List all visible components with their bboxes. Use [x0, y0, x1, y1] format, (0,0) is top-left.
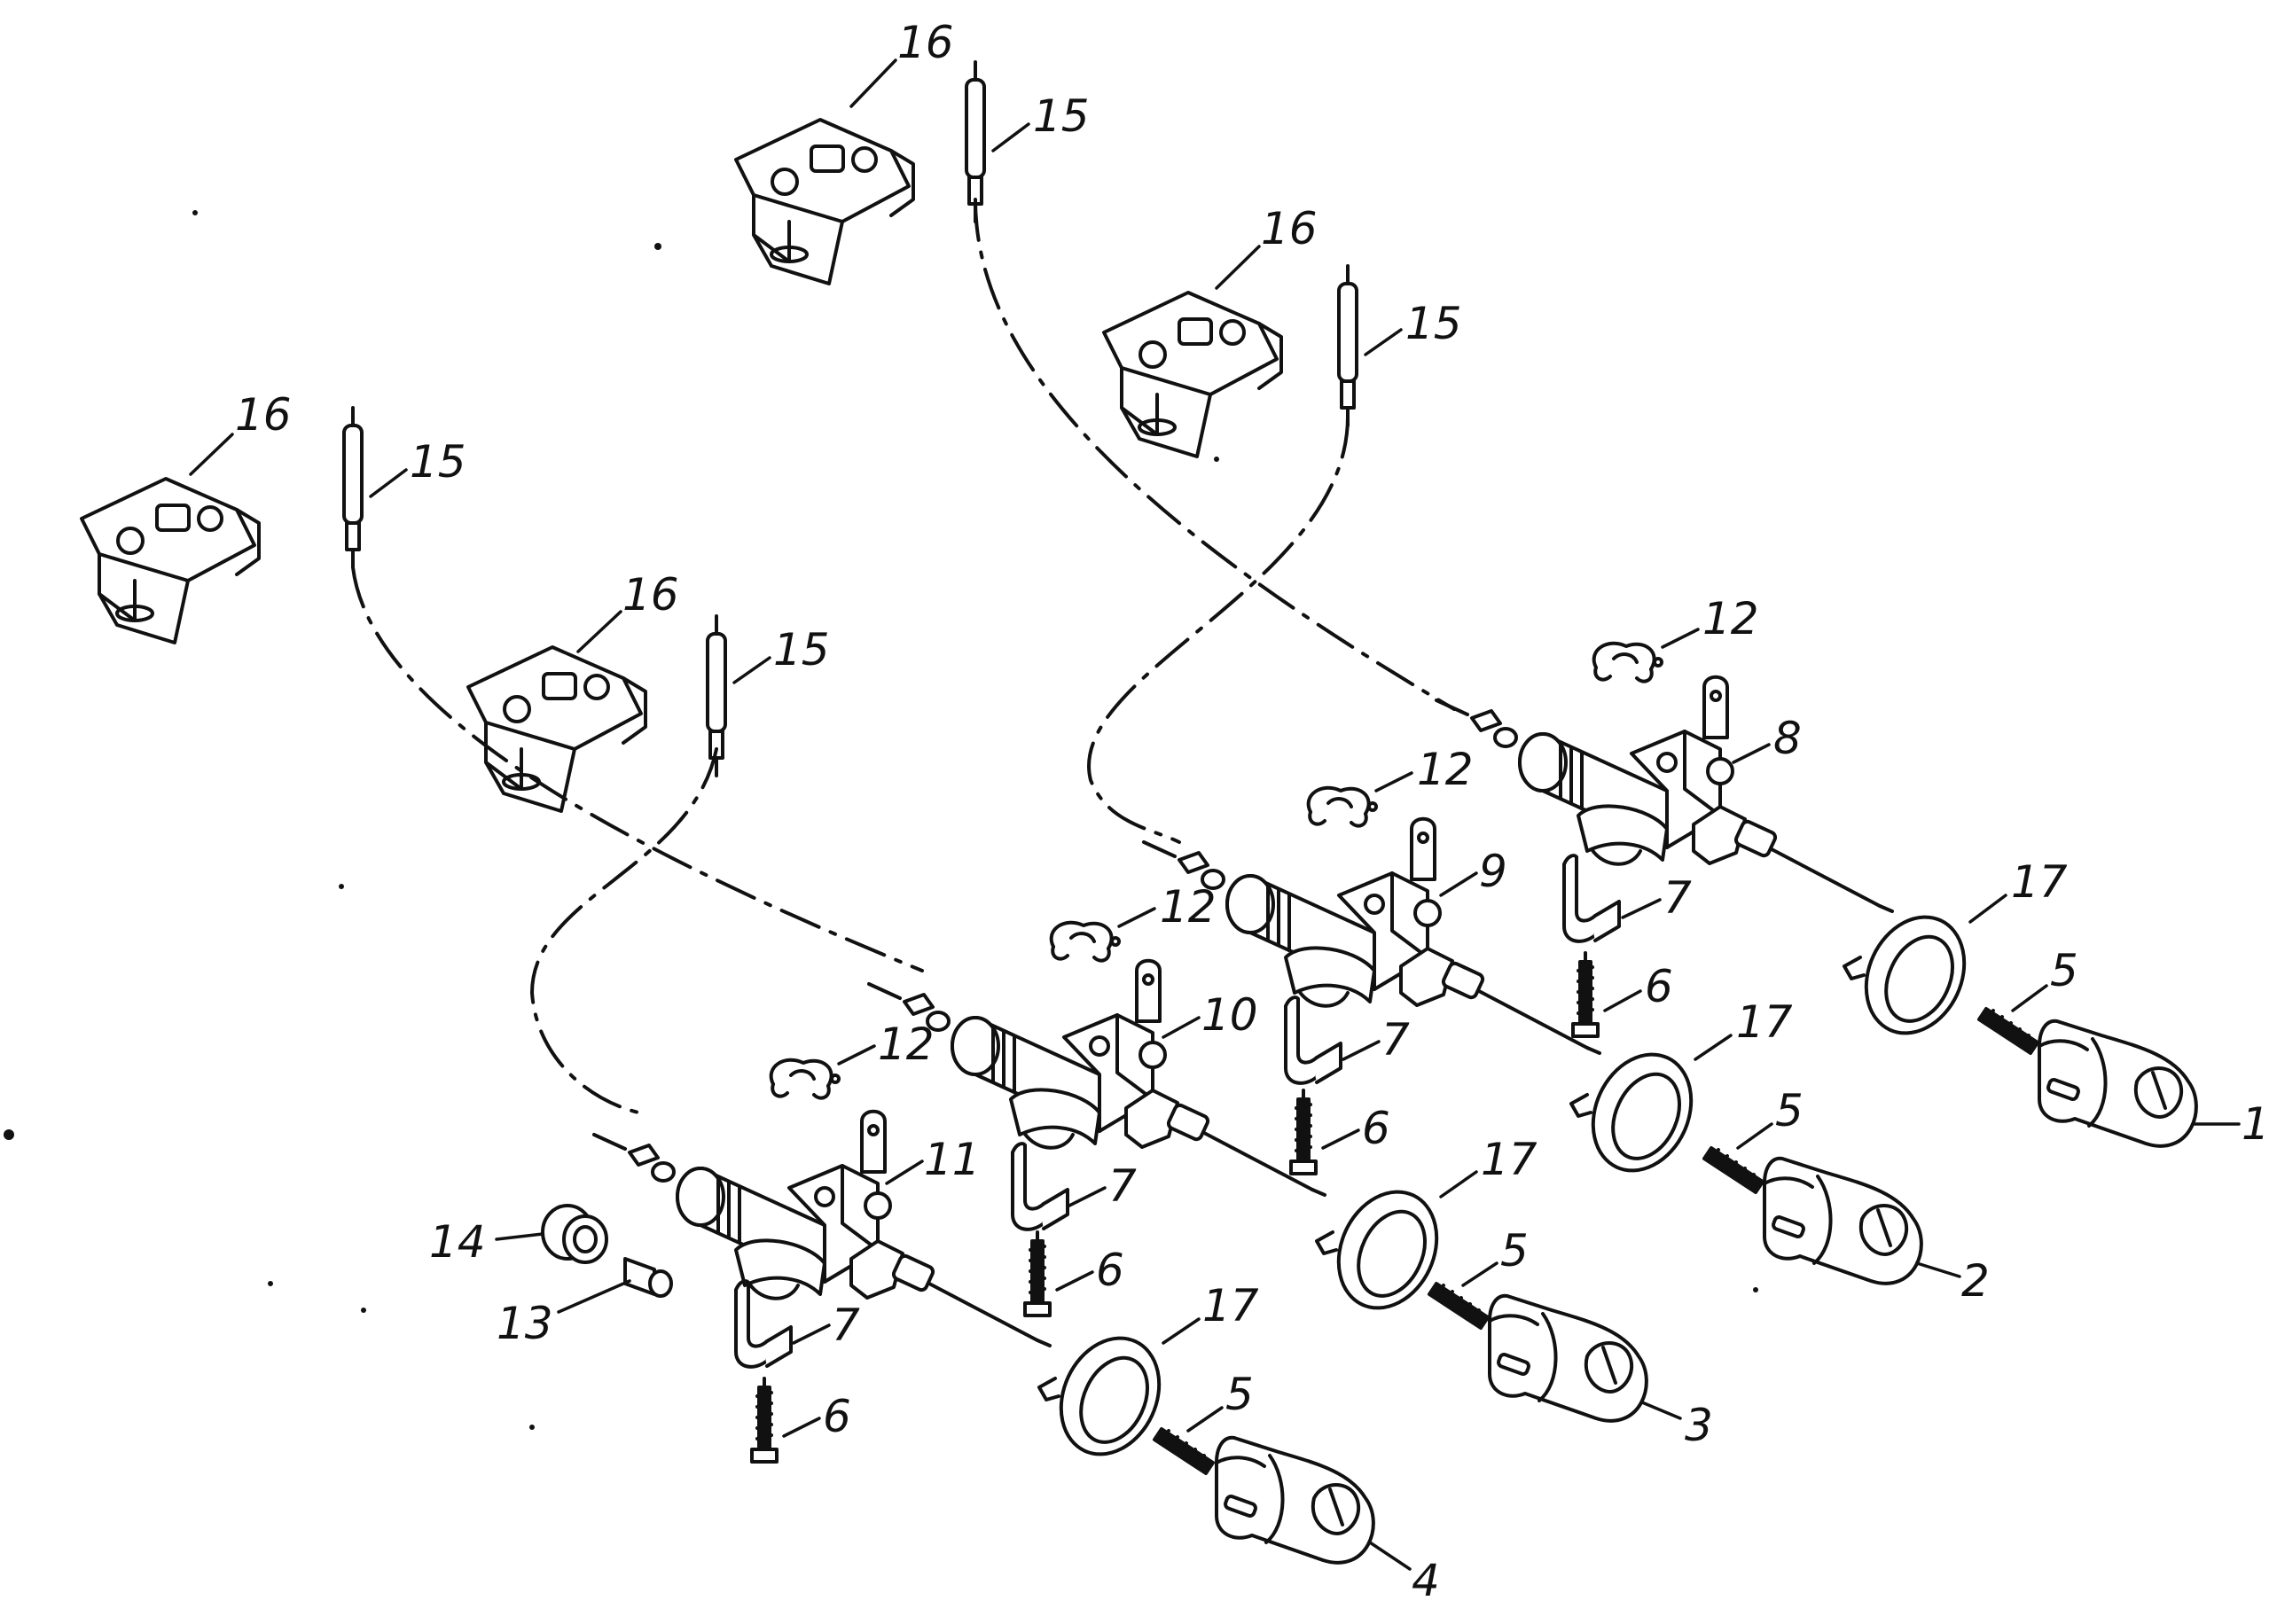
thermocouple-tube-2	[1087, 415, 1350, 844]
label-17-a: 17	[2011, 856, 2068, 908]
knob-2	[1763, 1156, 1923, 1285]
label-16-left: 16	[235, 389, 292, 441]
label-17-c: 17	[1481, 1134, 1538, 1185]
label-5-b: 5	[1775, 1085, 1804, 1136]
label-10: 10	[1201, 989, 1258, 1041]
knob-4	[1215, 1435, 1375, 1565]
ring-17-c	[1315, 1174, 1457, 1326]
ring-17-d	[1037, 1320, 1179, 1472]
label-5-c: 5	[1500, 1225, 1529, 1277]
label-6-c: 6	[1096, 1245, 1124, 1296]
clip-7-d	[734, 1279, 793, 1369]
clamp-12-a	[1592, 641, 1663, 683]
label-12-d: 12	[878, 1019, 935, 1070]
label-4: 4	[1412, 1555, 1440, 1606]
label-16-center: 16	[622, 569, 679, 621]
label-7-b: 7	[1381, 1014, 1410, 1066]
label-15-left: 15	[410, 436, 466, 488]
label-15-center: 15	[773, 624, 830, 675]
label-2: 2	[1961, 1255, 1990, 1307]
label-15-right: 15	[1405, 298, 1462, 349]
screw-5-a	[1977, 1007, 2039, 1055]
label-15-top: 15	[1033, 90, 1090, 142]
screw-6-c	[1023, 1230, 1052, 1317]
label-5-a: 5	[2050, 945, 2078, 996]
knob-3	[1488, 1293, 1648, 1423]
screw-6-a	[1571, 951, 1600, 1038]
screw-5-b	[1702, 1146, 1764, 1194]
label-12-b: 12	[1417, 744, 1474, 795]
label-12-a: 12	[1702, 593, 1759, 644]
thermocouple-tube-4	[529, 747, 718, 1114]
thermocouple-tube-3	[351, 566, 924, 972]
label-5-d: 5	[1225, 1369, 1254, 1420]
label-9: 9	[1479, 846, 1507, 897]
bracket-16-right	[1102, 291, 1283, 458]
label-1: 1	[2242, 1098, 2270, 1150]
clip-7-a	[1562, 854, 1621, 943]
label-17-d: 17	[1202, 1280, 1259, 1331]
ring-17-a	[1843, 899, 1984, 1051]
clamp-12-b	[1306, 785, 1378, 828]
label-12-c: 12	[1160, 881, 1217, 933]
label-17-b: 17	[1736, 996, 1793, 1048]
bracket-16-center	[466, 645, 647, 813]
clip-7-c	[1011, 1142, 1069, 1231]
bracket-16-top	[734, 118, 915, 285]
knob-1	[2038, 1019, 2198, 1148]
label-7-a: 7	[1663, 872, 1692, 924]
clamp-12-d	[769, 1058, 841, 1100]
label-7-d: 7	[832, 1300, 860, 1351]
thermocouple-15-right	[1337, 264, 1358, 427]
clamp-12-c	[1049, 920, 1121, 963]
nut-14	[541, 1204, 608, 1264]
label-6-b: 6	[1362, 1103, 1390, 1154]
screw-5-d	[1153, 1427, 1215, 1475]
label-3: 3	[1685, 1400, 1713, 1451]
bracket-16-left	[80, 477, 261, 644]
label-7-c: 7	[1108, 1160, 1137, 1212]
label-8: 8	[1773, 713, 1802, 764]
callout-labels: 16 16 16 16 15 15 15 15 12 12 12 12 8 9 …	[235, 17, 2270, 1606]
clip-7-b	[1284, 995, 1342, 1085]
label-6-a: 6	[1645, 961, 1673, 1012]
ring-17-b	[1569, 1036, 1711, 1189]
thermocouple-tube-1	[974, 198, 1456, 711]
screw-5-c	[1428, 1282, 1490, 1330]
label-13: 13	[497, 1298, 553, 1349]
label-16-right: 16	[1261, 203, 1318, 254]
label-11: 11	[924, 1134, 981, 1185]
nut-13	[623, 1257, 673, 1298]
leader-lines	[189, 59, 2241, 1571]
thermocouple-15-left	[342, 406, 364, 569]
label-16-top: 16	[897, 17, 954, 68]
screw-6-b	[1289, 1089, 1318, 1175]
label-6-d: 6	[823, 1391, 851, 1442]
gas-tap-11	[592, 1109, 1052, 1347]
scan-specks	[4, 210, 1758, 1430]
label-14: 14	[429, 1216, 486, 1268]
screw-6-d	[750, 1377, 779, 1464]
